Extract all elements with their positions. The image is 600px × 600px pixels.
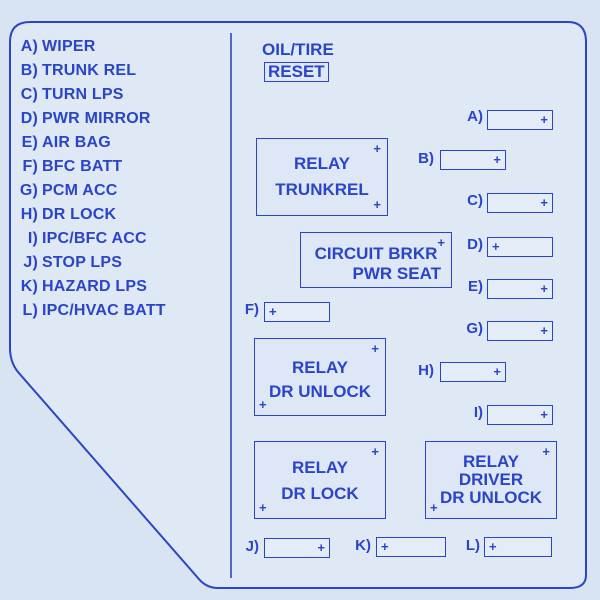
fuse-i-label: I): [473, 404, 483, 421]
plus-terminal: +: [437, 235, 445, 250]
plus-terminal: +: [259, 397, 267, 412]
fuse-k-label: K): [355, 537, 371, 554]
legend-item: K)HAZARD LPS: [20, 278, 148, 295]
relay-dr-lock[interactable]: RELAY DR LOCK + +: [254, 441, 386, 519]
fuse-j[interactable]: +: [264, 538, 330, 558]
relay-label: DR UNLOCK: [440, 488, 542, 507]
fuse-h-label: H): [418, 362, 434, 379]
fuse-l[interactable]: +: [484, 537, 552, 557]
legend-item: H)DR LOCK: [20, 206, 117, 223]
legend-item: C)TURN LPS: [20, 86, 124, 103]
fuse-b-label: B): [418, 150, 434, 167]
fuse-d[interactable]: +: [487, 237, 553, 257]
plus-terminal: +: [373, 197, 381, 212]
fuse-e-label: E): [468, 278, 483, 295]
plus-terminal: +: [371, 444, 379, 459]
relay-trunk-rel[interactable]: RELAY TRUNKREL + +: [256, 138, 388, 216]
relay-label: DR UNLOCK: [269, 382, 371, 401]
legend-item: D)PWR MIRROR: [20, 110, 151, 127]
breaker-label: CIRCUIT BRKR: [314, 244, 438, 263]
plus-terminal: +: [381, 539, 389, 554]
reset-button[interactable]: RESET: [264, 62, 329, 82]
fuse-a[interactable]: +: [487, 110, 553, 130]
plus-terminal: +: [542, 444, 550, 459]
plus-terminal: +: [493, 152, 501, 167]
plus-terminal: +: [492, 239, 500, 254]
legend-item: I)IPC/BFC ACC: [27, 230, 147, 247]
legend-item: E)AIR BAG: [21, 134, 111, 151]
plus-terminal: +: [540, 281, 548, 296]
plus-terminal: +: [540, 195, 548, 210]
relay-label: RELAY: [291, 358, 349, 377]
legend-item: G)PCM ACC: [19, 182, 118, 199]
plus-terminal: +: [540, 407, 548, 422]
relay-label: RELAY: [462, 452, 520, 471]
fuse-f[interactable]: +: [264, 302, 330, 322]
fuse-b[interactable]: +: [440, 150, 506, 170]
legend-item: A)WIPER: [20, 38, 96, 55]
relay-label: RELAY: [293, 154, 351, 173]
relay-dr-unlock[interactable]: RELAY DR UNLOCK + +: [254, 338, 386, 416]
legend-item: F)BFC BATT: [22, 158, 123, 175]
legend-item: B)TRUNK REL: [20, 62, 137, 79]
fuse-k[interactable]: +: [376, 537, 446, 557]
circuit-breaker-pwr-seat[interactable]: CIRCUIT BRKR PWR SEAT +: [300, 232, 452, 288]
plus-terminal: +: [493, 364, 501, 379]
fuse-l-label: L): [465, 537, 480, 554]
plus-terminal: +: [269, 304, 277, 319]
fuse-g-label: G): [466, 320, 483, 337]
fuse-d-label: D): [467, 236, 483, 253]
fuse-a-label: A): [467, 108, 483, 125]
legend-item: L)IPC/HVAC BATT: [22, 302, 166, 319]
fuse-g[interactable]: +: [487, 321, 553, 341]
fuse-c-label: C): [467, 192, 483, 209]
plus-terminal: +: [540, 112, 548, 127]
plus-terminal: +: [489, 539, 497, 554]
relay-label: DR LOCK: [281, 484, 359, 503]
relay-label: DRIVER: [458, 470, 524, 489]
plus-terminal: +: [430, 500, 438, 515]
fuse-f-label: F): [244, 301, 259, 318]
fuse-i[interactable]: +: [487, 405, 553, 425]
plus-terminal: +: [540, 323, 548, 338]
fuse-c[interactable]: +: [487, 193, 553, 213]
fuse-h[interactable]: +: [440, 362, 506, 382]
legend-item: J)STOP LPS: [23, 254, 123, 271]
relay-label: RELAY: [291, 458, 349, 477]
plus-terminal: +: [259, 500, 267, 515]
fuse-e[interactable]: +: [487, 279, 553, 299]
relay-driver-dr-unlock[interactable]: RELAY DRIVER DR UNLOCK + +: [425, 441, 557, 519]
breaker-label: PWR SEAT: [352, 264, 441, 283]
plus-terminal: +: [371, 341, 379, 356]
plus-terminal: +: [317, 540, 325, 555]
plus-terminal: +: [373, 141, 381, 156]
legend: A)WIPER B)TRUNK REL C)TURN LPS D)PWR MIR…: [18, 38, 223, 328]
relay-label: TRUNKREL: [275, 180, 369, 199]
oil-tire-title: OIL/TIRE: [262, 40, 334, 59]
fuse-j-label: J): [245, 538, 259, 555]
